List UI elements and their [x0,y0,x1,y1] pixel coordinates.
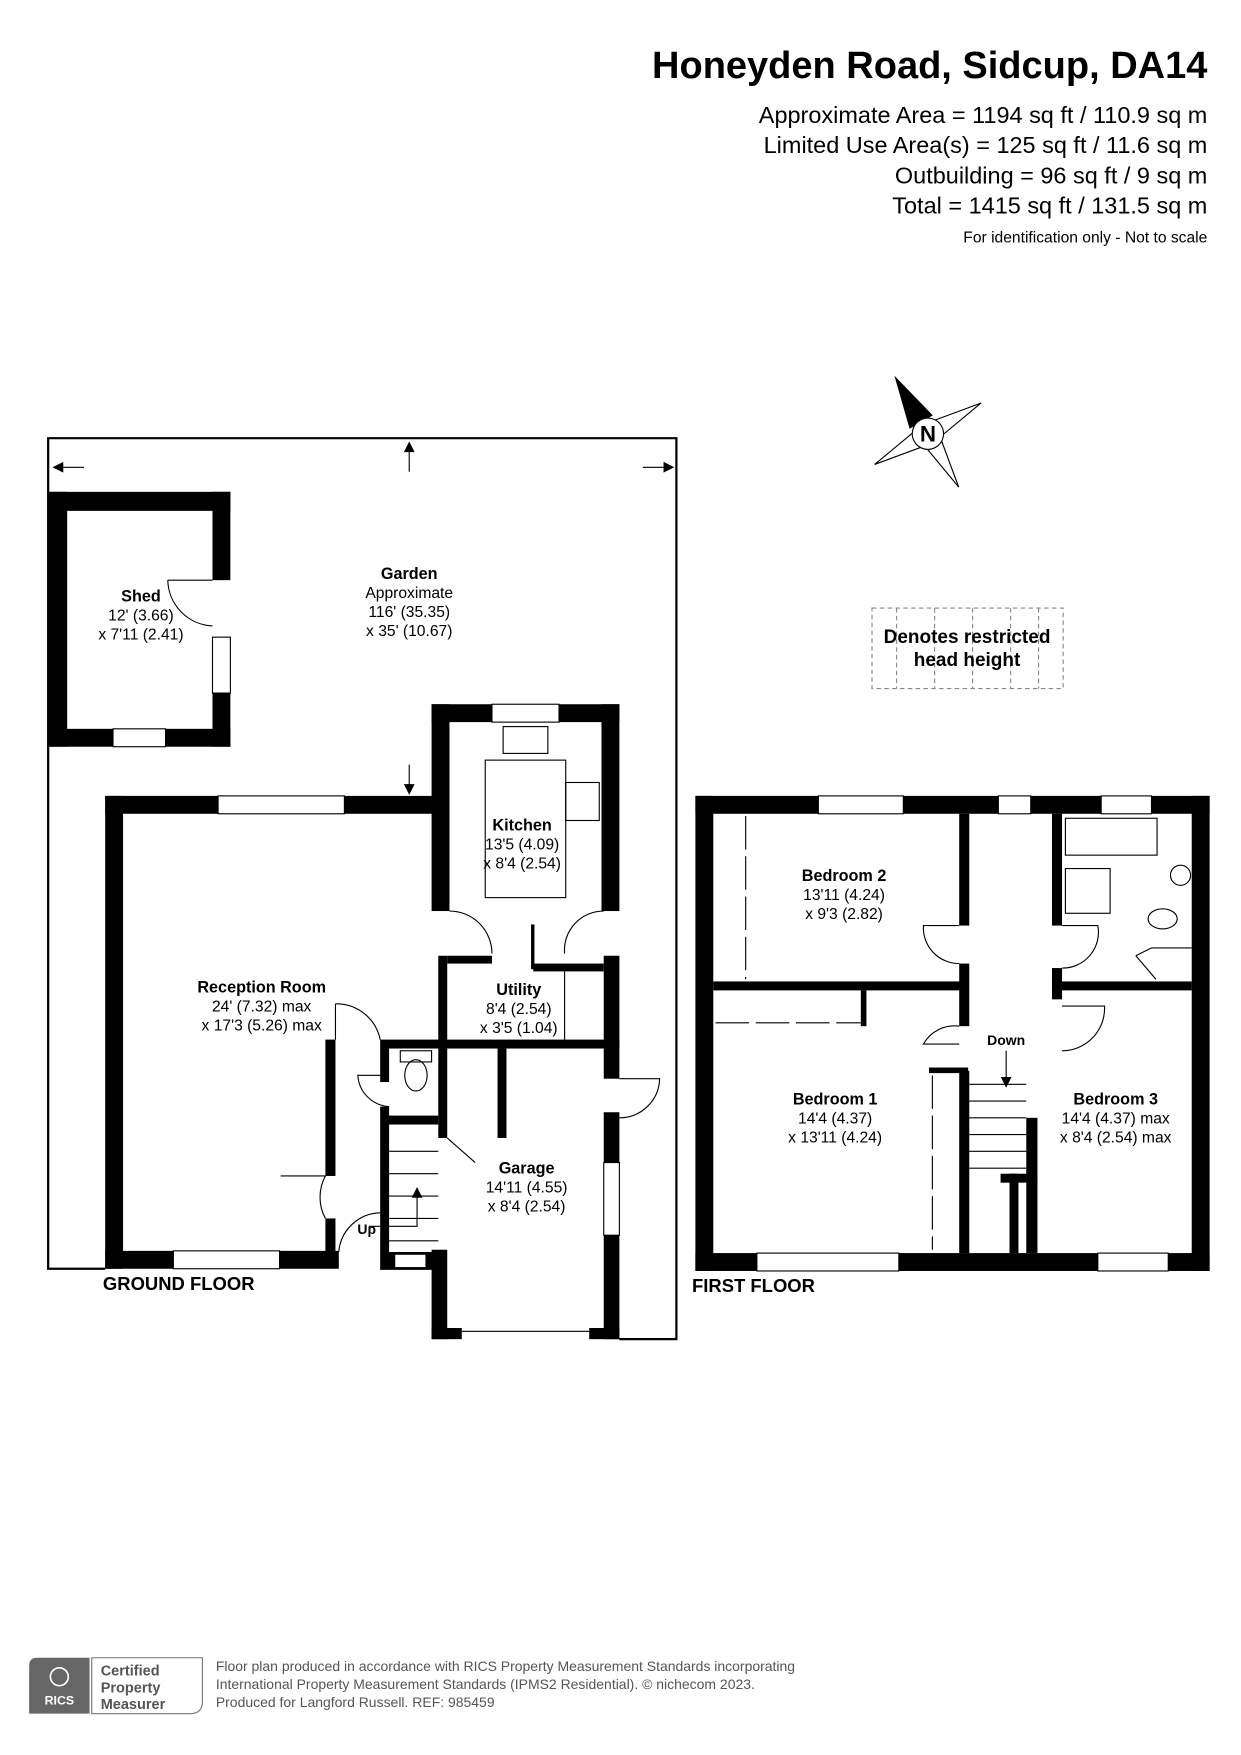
ground-floor-plan: Garden Approximate 116' (35.35) x 35' (1… [47,437,678,1341]
bedroom1-dim: 14'4 (4.37) [798,1110,872,1127]
bedroom1-dim: x 13'11 (4.24) [788,1129,882,1146]
first-floor-label: FIRST FLOOR [692,1275,815,1296]
footer-line: Produced for Langford Russell. REF: 9854… [216,1694,495,1710]
stairs-up-label: Up [357,1221,376,1237]
footer-line: Floor plan produced in accordance with R… [216,1658,795,1674]
garden-name: Garden [381,565,438,583]
utility-walls [380,924,620,1079]
stairs-down-label: Down [987,1032,1025,1048]
restricted-head-height-legend: Denotes restricted head height [871,607,1064,690]
ground-floor-labels: Garden Approximate 116' (35.35) x 35' (1… [98,565,567,1237]
wardrobe-doors [715,816,933,1250]
hob-icon [565,781,600,822]
shed-dim: x 7'11 (2.41) [98,626,183,643]
garage-walls [338,1048,661,1340]
garage-name: Garage [499,1160,555,1178]
shower-icon [1064,867,1111,914]
toilet-icon [1147,908,1178,930]
badge-line: Property [101,1680,161,1696]
bathroom-fixtures [1064,817,1192,980]
garden-boundary-arrows [52,441,675,795]
basin-icon [1169,864,1192,886]
shed-dim: 12' (3.66) [108,607,174,624]
bedroom2-name: Bedroom 2 [802,867,887,885]
garage-dim: 14'11 (4.55) [486,1180,568,1197]
utility-dim: x 3'5 (1.04) [480,1020,558,1037]
outbuilding-area: Outbuilding = 96 sq ft / 9 sq m [895,162,1207,188]
bedroom1-name: Bedroom 1 [793,1090,878,1108]
north-arrow-compass-icon: N [874,375,982,488]
reception-dim: x 17'3 (5.26) max [202,1018,322,1035]
limited-use-area: Limited Use Area(s) = 125 sq ft / 11.6 s… [764,132,1208,158]
legend-text-line2: head height [914,650,1021,671]
stairs-icon [368,1150,439,1242]
badge-line: Measurer [101,1697,166,1713]
kitchen-dim: 13'5 (4.09) [485,837,559,854]
approximate-area: Approximate Area = 1194 sq ft / 110.9 sq… [759,102,1208,128]
toilet-icon [404,1059,428,1092]
first-floor-plan: Bedroom 2 13'11 (4.24) x 9'3 (2.82) Bedr… [692,795,1210,1296]
bedroom2-dim: 13'11 (4.24) [803,887,885,904]
kitchen-walls [431,703,620,954]
footer-line: International Property Measurement Stand… [216,1676,755,1692]
rics-badge: RICS Certified Property Measurer [29,1657,203,1715]
compass-north-label: N [920,422,936,447]
reception-walls [105,795,450,1270]
stairs-icon [969,1050,1027,1169]
bedroom2-dim: x 9'3 (2.82) [805,906,883,923]
shed-name: Shed [121,587,161,605]
kitchen-dim: x 8'4 (2.54) [483,856,561,873]
page-title: Honeyden Road, Sidcup, DA14 [652,45,1207,87]
bedroom3-dim: x 8'4 (2.54) max [1060,1129,1172,1146]
sink-icon [502,726,549,754]
bath-icon [1064,817,1158,856]
garage-dim: x 8'4 (2.54) [488,1199,566,1216]
shed-walls [48,491,231,748]
rics-lion-logo-icon [49,1666,70,1687]
legend-text-line1: Denotes restricted [884,627,1051,648]
header: Honeyden Road, Sidcup, DA14 Approximate … [652,45,1207,246]
kitchen-name: Kitchen [492,817,551,835]
garden-dim: Approximate [365,585,453,602]
total-area: Total = 1415 sq ft / 131.5 sq m [892,193,1207,219]
bedroom3-name: Bedroom 3 [1073,1090,1158,1108]
reception-name: Reception Room [197,979,326,997]
footer-text: Floor plan produced in accordance with R… [216,1658,795,1710]
rics-logo-text: RICS [45,1694,74,1708]
utility-name: Utility [496,981,541,999]
garden-dim: x 35' (10.67) [366,623,452,640]
utility-dim: 8'4 (2.54) [486,1001,552,1018]
reception-dim: 24' (7.32) max [212,999,312,1016]
first-floor-labels: Bedroom 2 13'11 (4.24) x 9'3 (2.82) Bedr… [788,867,1171,1147]
ground-floor-label: GROUND FLOOR [103,1273,255,1294]
garden-dim: 116' (35.35) [368,604,450,621]
scale-note: For identification only - Not to scale [963,230,1207,247]
bedroom3-dim: 14'4 (4.37) max [1062,1110,1170,1127]
badge-line: Certified [101,1664,160,1680]
